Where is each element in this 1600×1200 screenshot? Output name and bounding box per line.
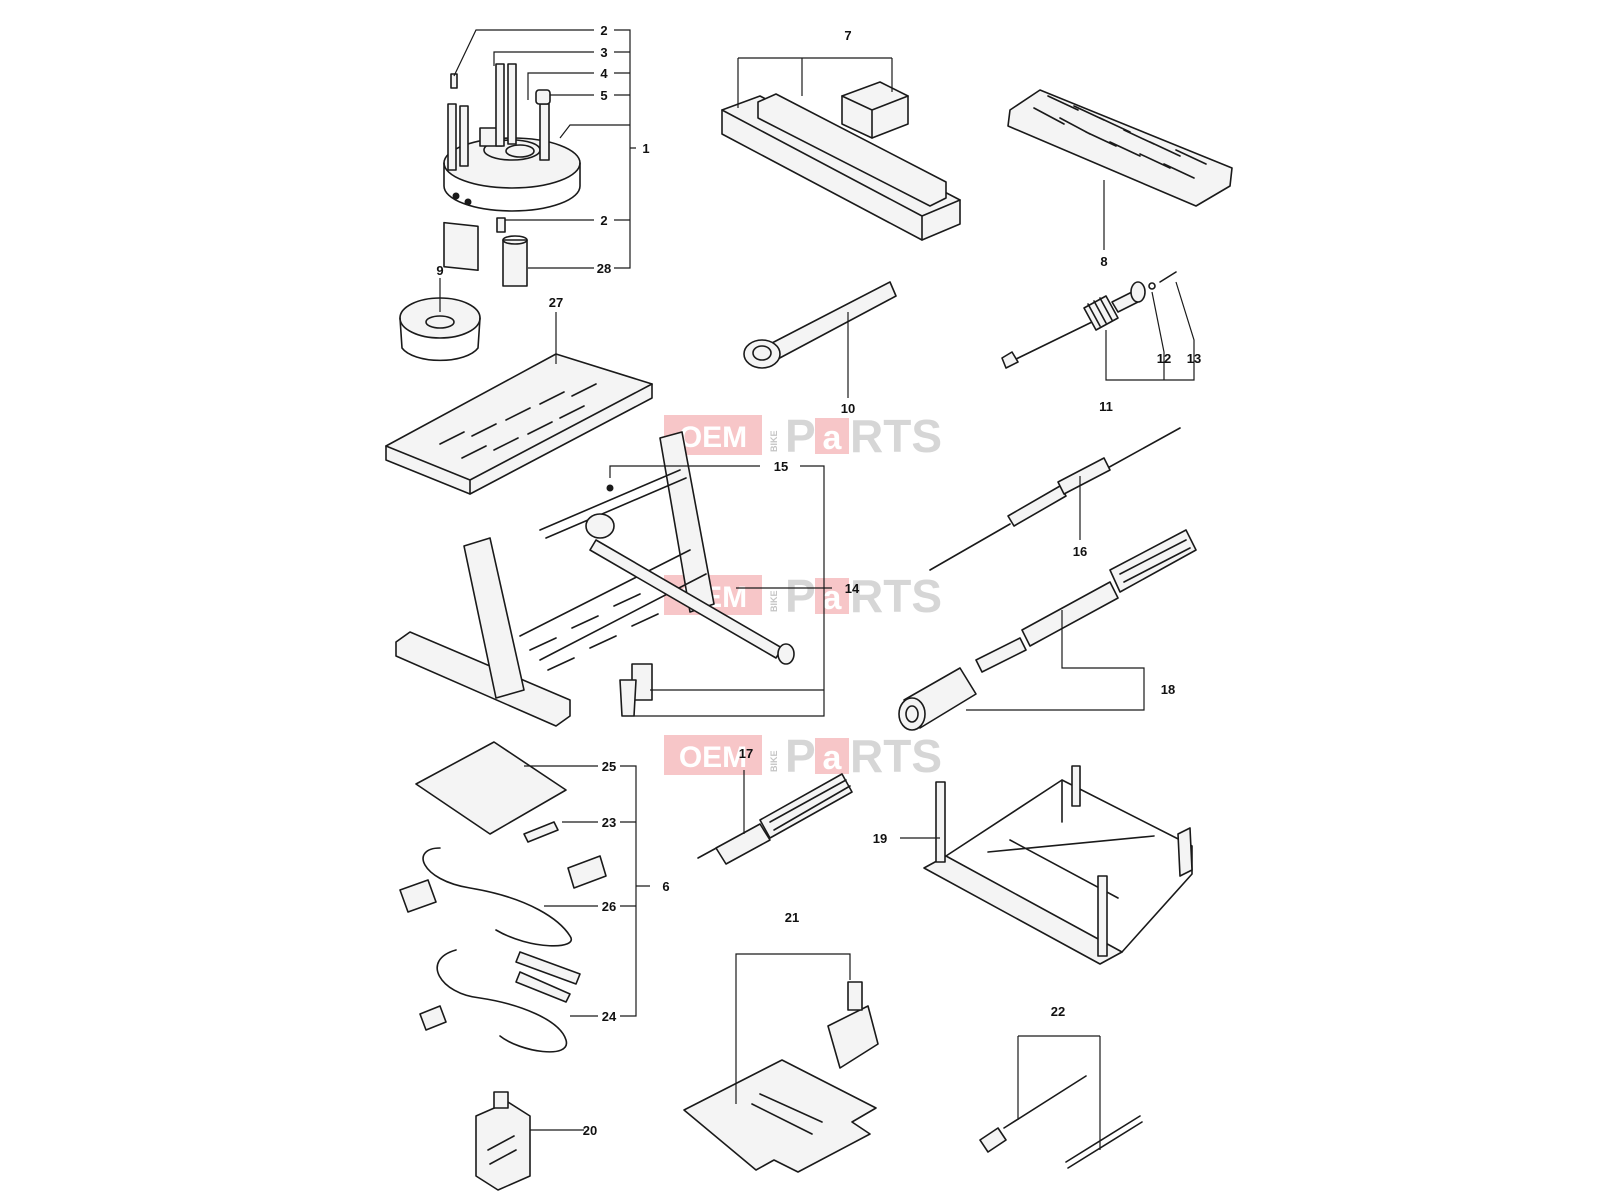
part-16-rod — [929, 427, 1181, 571]
callout-12: 12 — [1157, 351, 1171, 366]
watermark-oem: OEM — [679, 421, 747, 454]
callout-19: 19 — [873, 831, 887, 846]
part-19-frame — [923, 765, 1193, 965]
callout-26: 26 — [602, 899, 616, 914]
callout-5: 5 — [600, 88, 607, 103]
callout-28: 28 — [597, 261, 611, 276]
callout-14: 14 — [845, 581, 860, 596]
part-8-plate — [1007, 89, 1233, 207]
watermark-a: a — [823, 419, 843, 457]
callout-17: 17 — [739, 746, 753, 761]
callout-20: 20 — [583, 1123, 597, 1138]
part-11-puller — [1001, 271, 1177, 369]
watermark-a: a — [823, 579, 843, 617]
watermark-p: P — [785, 410, 816, 462]
callout-22: 22 — [1051, 1004, 1065, 1019]
watermark-rts: RTS — [850, 570, 942, 622]
callout-8: 8 — [1100, 254, 1107, 269]
watermark-p: P — [785, 570, 816, 622]
part-27-slotted-plate — [385, 353, 653, 495]
part-9-cup — [399, 297, 481, 362]
callout-2-top: 2 — [600, 23, 607, 38]
callout-11: 11 — [1099, 399, 1113, 414]
callout-24: 24 — [602, 1009, 617, 1024]
callout-4: 4 — [600, 66, 608, 81]
part-10-wrench — [743, 281, 897, 369]
callout-15: 15 — [774, 459, 788, 474]
callout-7: 7 — [844, 28, 851, 43]
watermark-bike: BIKE — [769, 750, 779, 772]
callout-27: 27 — [549, 295, 563, 310]
callout-6: 6 — [662, 879, 669, 894]
watermark-oem: OEM — [679, 741, 747, 774]
part-6-diagnostic-kit — [399, 741, 607, 1053]
callout-1: 1 — [642, 141, 649, 156]
callout-16: 16 — [1073, 544, 1087, 559]
callout-23: 23 — [602, 815, 616, 830]
watermark-rts: RTS — [850, 410, 942, 462]
watermark-bike: BIKE — [769, 590, 779, 612]
part-7-rails — [721, 81, 961, 241]
callout-3: 3 — [600, 45, 607, 60]
watermark-bike: BIKE — [769, 430, 779, 452]
part-22-pins — [979, 1075, 1143, 1169]
part-17-tool — [697, 773, 853, 865]
callout-2-bottom: 2 — [600, 213, 607, 228]
watermark-1: OEM BIKE P a RTS — [664, 410, 942, 462]
part-18-slide-hammer — [898, 529, 1197, 731]
callout-9: 9 — [436, 263, 443, 278]
watermark-p: P — [785, 730, 816, 782]
watermark-2: OEM BIKE P a RTS — [664, 570, 942, 622]
part-21-plate — [683, 981, 879, 1173]
part-1-fixture — [443, 63, 581, 287]
callout-18: 18 — [1161, 682, 1175, 697]
part-14-stand — [395, 431, 795, 727]
callout-10: 10 — [841, 401, 855, 416]
watermark-rts: RTS — [850, 730, 942, 782]
watermark-3: OEM BIKE P a RTS — [664, 730, 942, 782]
part-20-clamp — [475, 1091, 531, 1191]
callout-13: 13 — [1187, 351, 1201, 366]
callout-25: 25 — [602, 759, 616, 774]
callout-labels: 2 3 4 5 1 2 28 7 8 9 27 10 11 12 13 15 1… — [436, 23, 1201, 1138]
leader-lines — [439, 29, 1195, 1150]
callout-21: 21 — [785, 910, 799, 925]
watermark-a: a — [823, 739, 843, 777]
